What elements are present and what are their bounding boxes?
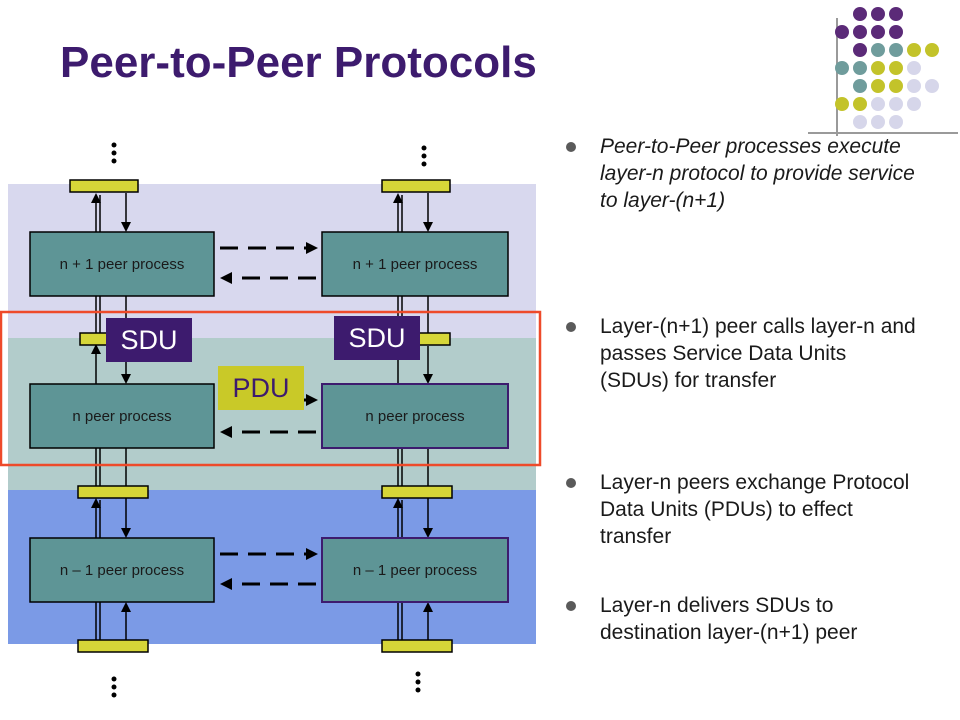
sap-bar-top-left <box>69 179 139 193</box>
process-box-n-minus-1-right <box>321 537 509 603</box>
decoration-dot <box>871 115 885 129</box>
decoration-dot <box>853 43 867 57</box>
process-box-n-right <box>321 383 509 449</box>
decoration-dot <box>853 61 867 75</box>
sap-bar-mid-right <box>381 485 453 499</box>
decoration-dot <box>853 115 867 129</box>
sap-bar-top-right <box>381 179 451 193</box>
bullet-text: Peer-to-Peer processes execute layer-n p… <box>600 135 915 212</box>
left-stack-connectors <box>91 193 131 652</box>
decoration-dot <box>907 61 921 75</box>
bullet-text: Layer-(n+1) peer calls layer-n and passe… <box>600 315 916 392</box>
decoration-dot <box>925 79 939 93</box>
decoration-dot <box>853 25 867 39</box>
process-box-n-plus-1-right <box>321 231 509 297</box>
decoration-dot <box>907 97 921 111</box>
bullet-item: Layer-n peers exchange Protocol Data Uni… <box>566 469 916 550</box>
decoration-horizontal-line <box>808 132 958 134</box>
process-box-n-plus-1-left <box>29 231 215 297</box>
decoration-dot <box>889 25 903 39</box>
decoration-dot <box>925 43 939 57</box>
decoration-dot <box>907 79 921 93</box>
decoration-dot <box>889 115 903 129</box>
decoration-dot <box>835 61 849 75</box>
sap-bar-bottom-left <box>77 639 149 653</box>
decoration-dot <box>871 79 885 93</box>
decoration-dot <box>871 25 885 39</box>
protocol-layer-diagram <box>0 142 542 698</box>
decoration-dot <box>889 61 903 75</box>
decoration-vertical-line <box>836 18 838 136</box>
bullet-item: Peer-to-Peer processes execute layer-n p… <box>566 133 916 214</box>
decoration-dot <box>889 79 903 93</box>
decoration-dot <box>907 43 921 57</box>
decoration-dot <box>889 97 903 111</box>
decoration-dot <box>871 7 885 21</box>
bullet-item: Layer-(n+1) peer calls layer-n and passe… <box>566 313 916 394</box>
ellipsis-dots <box>111 142 427 698</box>
sap-bar-mid-left <box>77 485 149 499</box>
bullet-text: Layer-n delivers SDUs to destination lay… <box>600 594 858 644</box>
layer-n-highlight-frame <box>0 310 542 467</box>
sdu-tag-right: SDU <box>334 316 420 360</box>
sdu-tag-left: SDU <box>106 318 192 362</box>
decoration-dot <box>871 43 885 57</box>
decoration-dot <box>835 97 849 111</box>
sap-bar-bottom-right <box>381 639 453 653</box>
pdu-tag: PDU <box>218 366 304 410</box>
decoration-dot <box>889 7 903 21</box>
process-box-n-minus-1-left <box>29 537 215 603</box>
decoration-dot <box>853 79 867 93</box>
peer-arrowheads <box>220 242 318 590</box>
bullet-item: Layer-n delivers SDUs to destination lay… <box>566 592 916 646</box>
process-box-n-left <box>29 383 215 449</box>
decoration-dot <box>853 97 867 111</box>
decoration-dot <box>889 43 903 57</box>
decoration-dot <box>871 61 885 75</box>
decoration-dot <box>835 25 849 39</box>
decoration-dot <box>871 97 885 111</box>
bullet-text: Layer-n peers exchange Protocol Data Uni… <box>600 471 910 548</box>
slide-title: Peer-to-Peer Protocols <box>60 38 537 87</box>
decoration-dot <box>853 7 867 21</box>
